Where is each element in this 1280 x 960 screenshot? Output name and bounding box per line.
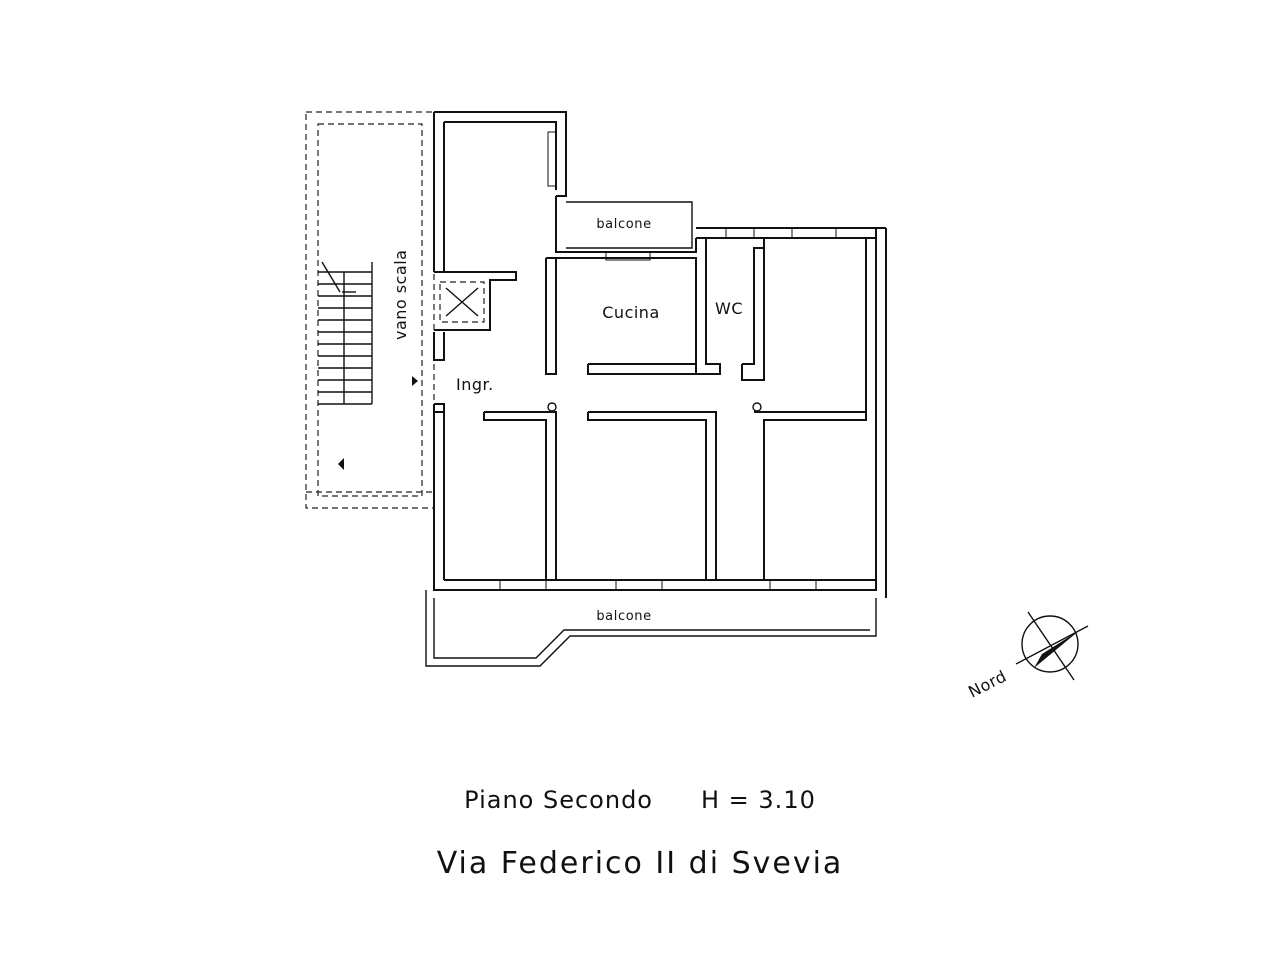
ventilation-shaft	[434, 271, 517, 331]
plan-title: Piano Secondo H = 3.10	[0, 786, 1280, 814]
outer-walls	[433, 111, 887, 598]
corridor-walls	[434, 402, 867, 581]
balcony-top: balcone	[555, 196, 697, 253]
balcony-bottom-label: balcone	[596, 609, 651, 624]
entrance-label: Ingr.	[456, 375, 494, 394]
balcony-bottom: balcone	[425, 590, 877, 667]
ceiling-height: H = 3.10	[701, 786, 816, 814]
entry-arrow-icon	[338, 458, 344, 470]
wc-label: WC	[715, 299, 743, 318]
stair-treads	[318, 261, 373, 405]
room-upper-right	[763, 238, 867, 412]
stairwell-label: vano scala	[391, 250, 410, 340]
compass-rose-icon: Nord	[965, 611, 1089, 702]
wc: WC	[696, 237, 765, 381]
stairwell: vano scala	[305, 111, 435, 509]
kitchen: Cucina	[545, 257, 697, 375]
north-label: Nord	[965, 666, 1009, 701]
windows	[499, 131, 837, 591]
kitchen-label: Cucina	[602, 303, 660, 322]
balcony-top-label: balcone	[596, 217, 651, 232]
plan-address: Via Federico II di Svevia	[436, 846, 844, 881]
floor-name: Piano Secondo	[464, 786, 653, 814]
entry-arrow-icon	[412, 376, 418, 386]
